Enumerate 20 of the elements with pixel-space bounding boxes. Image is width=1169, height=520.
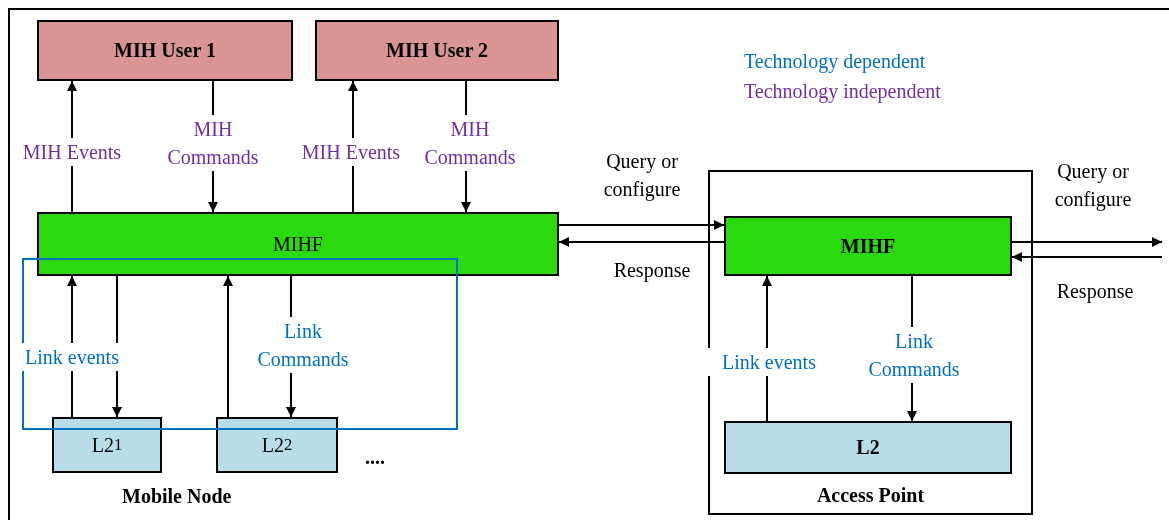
arrow [1011,237,1163,247]
edge-label: Query or configure [1053,159,1133,213]
process-box: MIH User 1 [37,20,293,81]
container-box [708,170,1033,515]
process-box: MIH User 2 [315,20,559,81]
text-label: .... [365,446,385,469]
process-box: MIHF [724,216,1012,276]
arrow [558,237,725,247]
box-title: Access Point [816,484,925,507]
edge-label: Query or configure [602,149,682,203]
edge-label: Response [1055,279,1135,305]
legend-text: Technology dependent [744,50,926,73]
text-label: Mobile Node [122,485,232,508]
legend-text: Technology independent [744,80,941,103]
edge-label: Response [612,258,692,284]
process-box: MIHF [37,212,559,276]
arrow [223,275,233,418]
arrow [558,220,725,230]
arrow [1011,252,1163,262]
process-box: L2 [724,421,1012,474]
